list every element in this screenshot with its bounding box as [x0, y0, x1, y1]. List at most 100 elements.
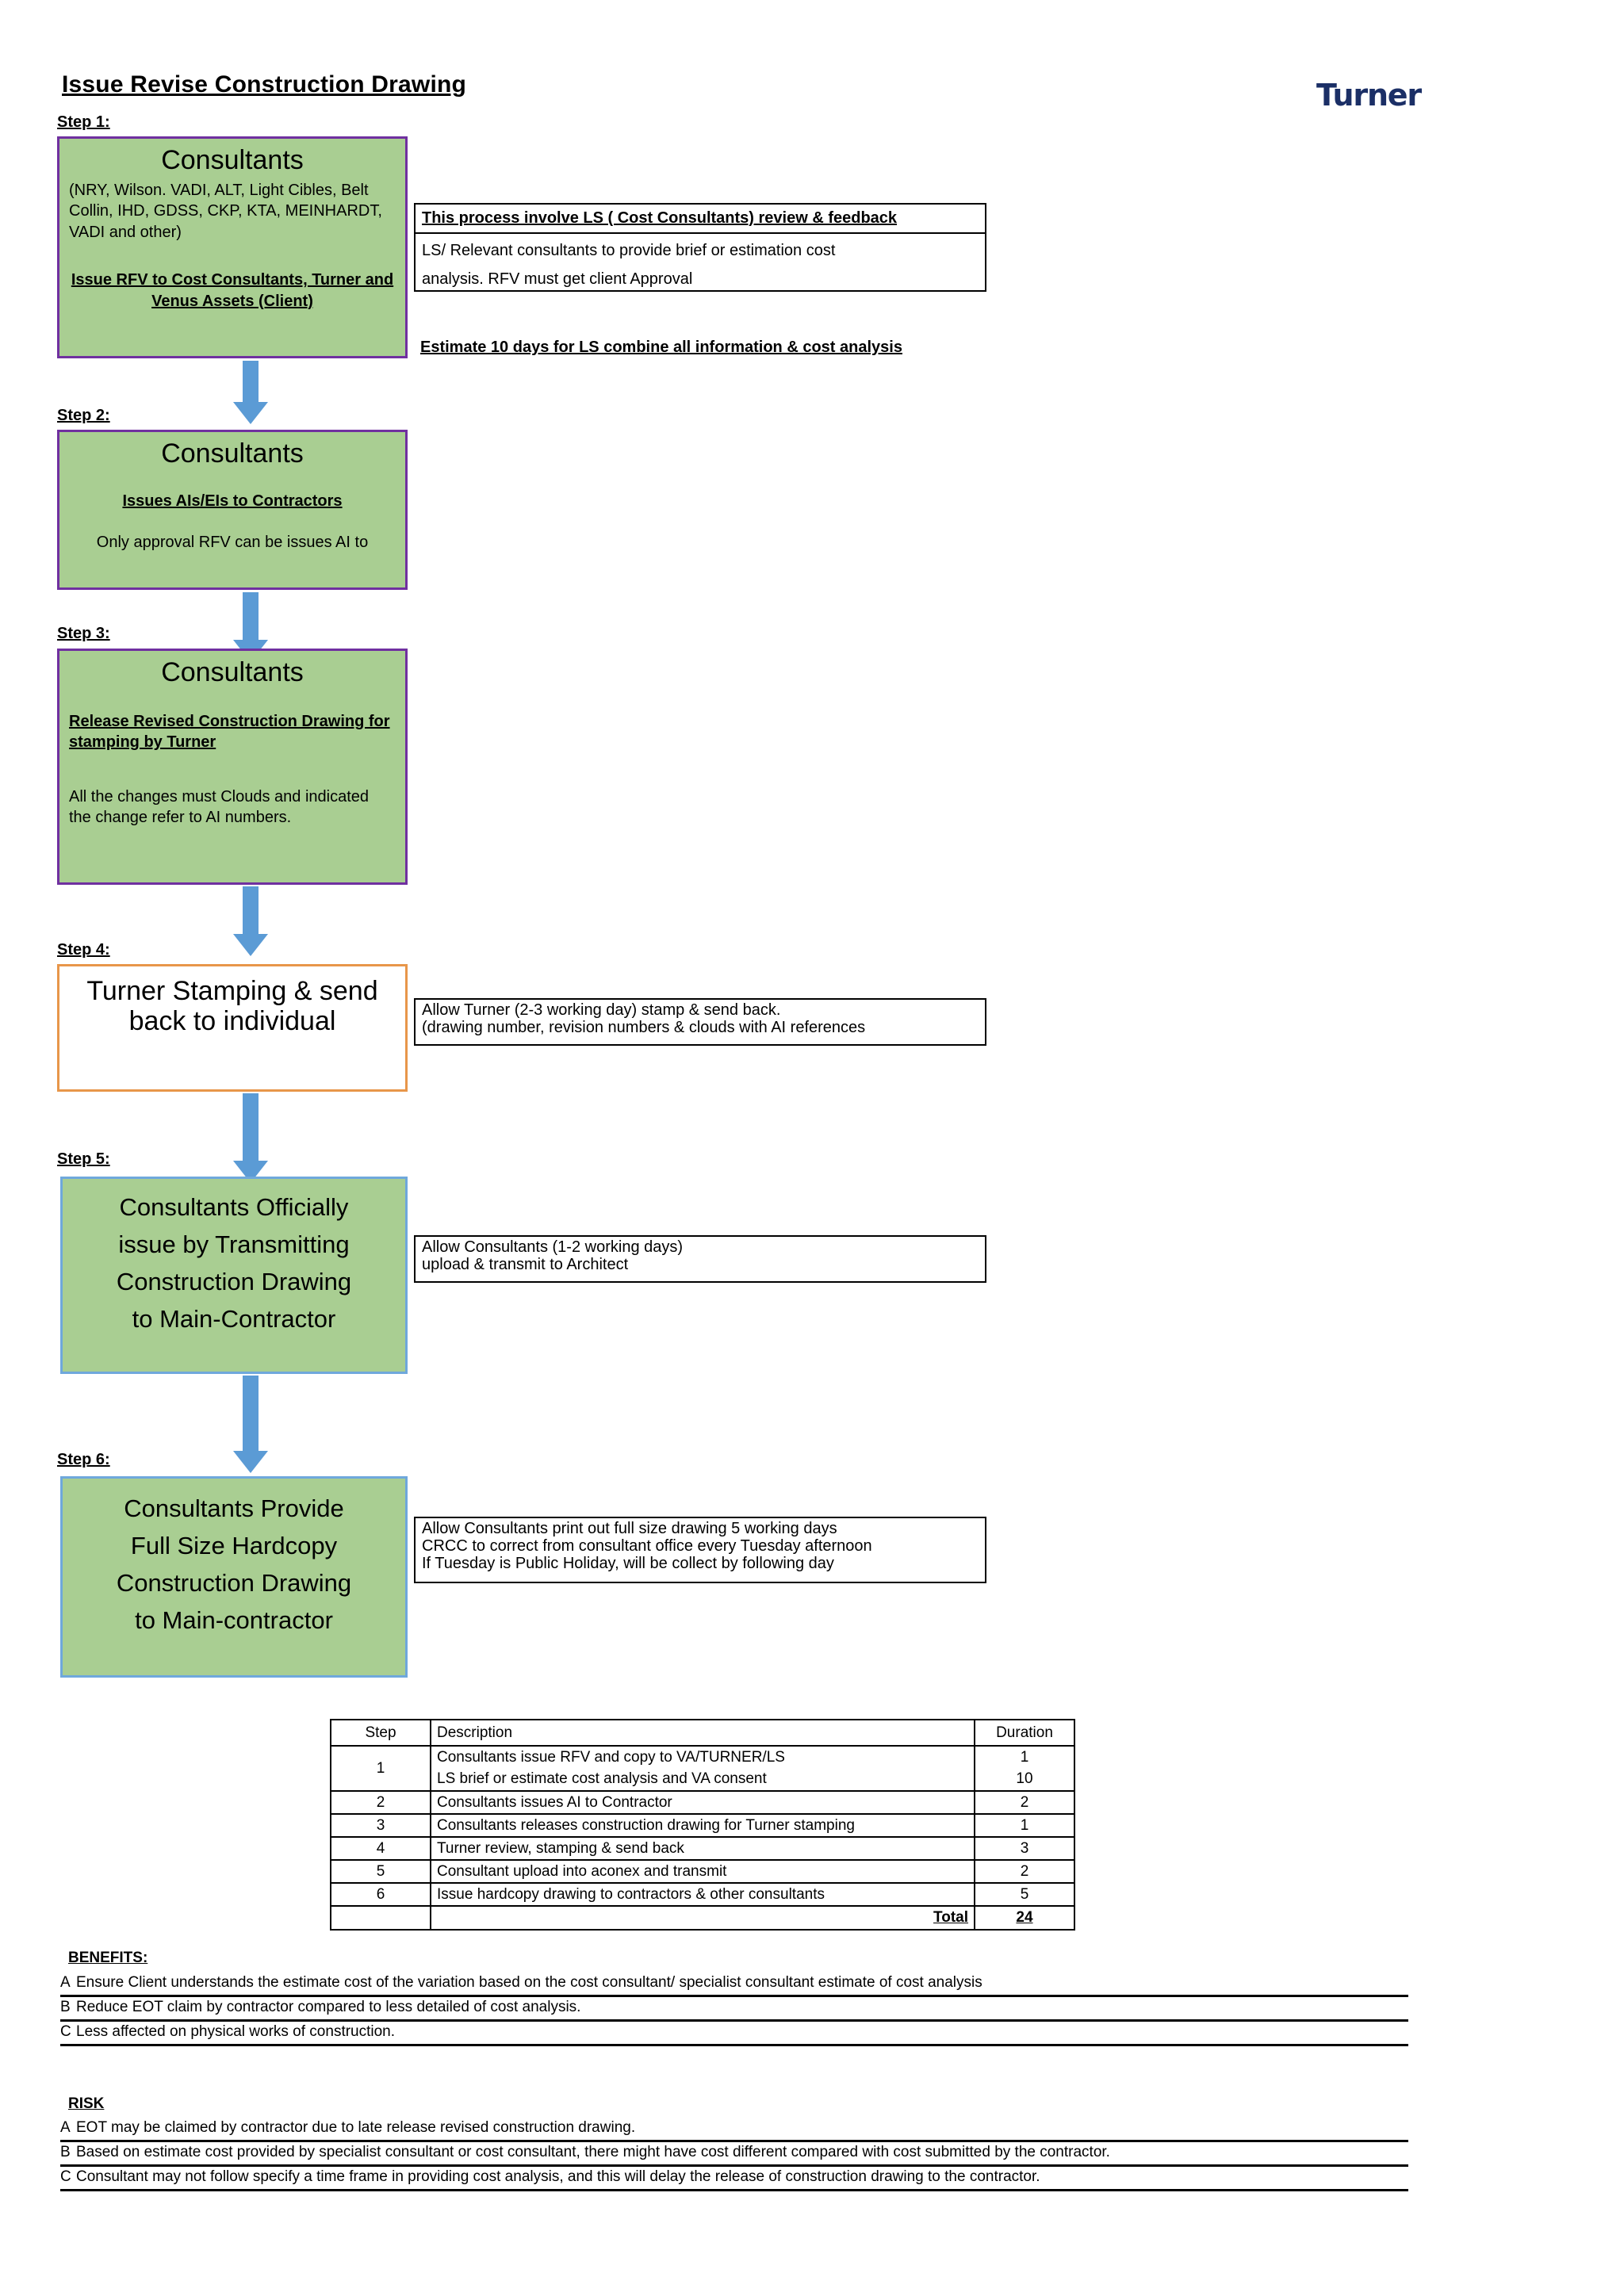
risk-item: C Consultant may not follow specify a tim…	[60, 2166, 1408, 2191]
risk-item: A EOT may be claimed by contractor due to…	[60, 2117, 1408, 2142]
table-row: 1 Consultants issue RFV and copy to VA/T…	[330, 1745, 1075, 1792]
table-cell-duration: 10	[974, 1768, 1075, 1792]
table-cell-duration: 1	[974, 1745, 1075, 1769]
process-box-step-3: Consultants Release Revised Construction…	[57, 649, 408, 885]
table-total-label: Total	[431, 1905, 975, 1931]
process-box-step-5-line1: Consultants Officially	[119, 1193, 349, 1221]
process-box-step-3-emphasis-line1: Release Revised Construction Drawing for	[69, 713, 390, 731]
note-box-step-1-line2: analysis. RFV must get client Approval	[422, 270, 693, 288]
process-box-step-4-line2: back to individual	[128, 1006, 336, 1037]
table-total-value: 24	[974, 1905, 1075, 1931]
benefits-item: C Less affected on physical works of cons…	[60, 2021, 1408, 2046]
benefits-item-letter: C	[60, 2023, 71, 2040]
process-box-step-3-detail-line2: the change refer to AI numbers.	[69, 809, 292, 827]
process-box-step-5-line4: to Main-Contractor	[132, 1305, 336, 1334]
free-note-step-1: Estimate 10 days for LS combine all info…	[420, 339, 902, 356]
table-cell-step: 1	[330, 1745, 431, 1792]
flow-arrow-1-to-2	[233, 361, 268, 424]
note-box-step-5-line2: upload & transmit to Architect	[422, 1256, 629, 1273]
process-box-step-6-line1: Consultants Provide	[124, 1494, 344, 1522]
table-cell-step: 2	[330, 1789, 431, 1815]
summary-table: Step Description Duration 1 Consultants …	[330, 1718, 1075, 1931]
process-box-step-6-line3: Construction Drawing	[116, 1569, 352, 1598]
process-box-step-1-heading: Consultants	[161, 145, 304, 175]
process-box-step-4: Turner Stamping & send back to individua…	[57, 964, 408, 1092]
process-box-step-2: Consultants Issues AIs/EIs to Contractor…	[57, 430, 408, 590]
table-cell-description: Consultants releases construction drawin…	[430, 1812, 975, 1838]
table-cell-step: 3	[330, 1812, 431, 1838]
step-label-4: Step 4:	[57, 941, 110, 959]
flow-arrow-3-to-4	[233, 886, 268, 956]
table-row: 2 Consultants issues AI to Contractor 2	[330, 1789, 1075, 1815]
process-box-step-6: Consultants Provide Full Size Hardcopy C…	[60, 1476, 408, 1678]
risk-item-letter: C	[60, 2168, 71, 2185]
table-header-description: Description	[430, 1718, 975, 1747]
table-total-row: Total 24	[330, 1905, 1075, 1931]
table-cell-description: Consultant upload into aconex and transm…	[430, 1859, 975, 1885]
flow-arrow-4-to-5	[233, 1093, 268, 1183]
benefits-item-text: Less affected on physical works of const…	[76, 2023, 396, 2040]
step-label-1: Step 1:	[57, 113, 110, 131]
benefits-item-text: Ensure Client understands the estimate c…	[76, 1974, 982, 1991]
table-row: LS brief or estimate cost analysis and V…	[331, 1768, 1075, 1792]
process-box-step-2-detail: Only approval RFV can be issues AI to	[96, 534, 369, 552]
table-cell-step: 4	[330, 1835, 431, 1862]
note-box-step-6: Allow Consultants print out full size dr…	[414, 1517, 986, 1583]
process-box-step-5-line2: issue by Transmitting	[118, 1230, 350, 1259]
note-box-step-1: This process involve LS ( Cost Consultan…	[414, 203, 986, 292]
step-label-2: Step 2:	[57, 407, 110, 424]
note-box-step-4-line2: (drawing number, revision numbers & clou…	[422, 1019, 866, 1036]
step-label-5: Step 5:	[57, 1150, 110, 1168]
table-row: 4 Turner review, stamping & send back 3	[330, 1835, 1075, 1862]
table-row: 3 Consultants releases construction draw…	[330, 1812, 1075, 1838]
table-cell-description: Issue hardcopy drawing to contractors & …	[430, 1882, 975, 1908]
table-cell-description: Consultants issues AI to Contractor	[430, 1789, 975, 1815]
note-box-step-5: Allow Consultants (1-2 working days) upl…	[414, 1235, 986, 1283]
process-box-step-3-heading: Consultants	[161, 657, 304, 687]
note-box-step-5-line1: Allow Consultants (1-2 working days)	[422, 1238, 684, 1256]
table-header-step: Step	[330, 1718, 431, 1747]
table-header-duration: Duration	[974, 1718, 1075, 1747]
table-cell-duration: 2	[974, 1789, 1075, 1815]
process-box-step-4-line1: Turner Stamping & send	[86, 976, 378, 1006]
step-label-3: Step 3:	[57, 625, 110, 642]
table-cell-description: Consultants issue RFV and copy to VA/TUR…	[430, 1745, 975, 1769]
process-box-step-6-line4: to Main-contractor	[135, 1606, 333, 1635]
table-cell-duration: 3	[974, 1835, 1075, 1862]
process-box-step-6-line2: Full Size Hardcopy	[130, 1532, 338, 1560]
page-title: Issue Revise Construction Drawing	[62, 71, 467, 98]
table-cell-description: Turner review, stamping & send back	[430, 1835, 975, 1862]
table-cell-duration: 1	[974, 1812, 1075, 1838]
note-box-step-4: Allow Turner (2-3 working day) stamp & s…	[414, 998, 986, 1046]
table-cell-blank	[330, 1905, 431, 1931]
risk-item-text: EOT may be claimed by contractor due to …	[76, 2119, 636, 2136]
risk-item-text: Consultant may not follow specify a time…	[76, 2168, 1040, 2185]
table-cell-step: 5	[330, 1859, 431, 1885]
risk-item-text: Based on estimate cost provided by speci…	[76, 2144, 1110, 2160]
benefits-item-text: Reduce EOT claim by contractor compared …	[76, 1999, 581, 2015]
table-row: 6 Issue hardcopy drawing to contractors …	[330, 1882, 1075, 1908]
step-label-6: Step 6:	[57, 1451, 110, 1468]
process-box-step-1-emphasis-line2: Venus Assets (Client)	[151, 292, 313, 310]
process-box-step-3-emphasis-line2: stamping by Turner	[69, 733, 216, 752]
process-box-step-5-line3: Construction Drawing	[116, 1268, 352, 1296]
table-row: 5 Consultant upload into aconex and tran…	[330, 1859, 1075, 1885]
flow-arrow-5-to-6	[233, 1376, 268, 1473]
table-cell-duration: 5	[974, 1882, 1075, 1908]
process-box-step-5: Consultants Officially issue by Transmit…	[60, 1177, 408, 1374]
risk-item: B Based on estimate cost provided by spec…	[60, 2141, 1408, 2167]
process-box-step-1-detail: (NRY, Wilson. VADI, ALT, Light Cibles, B…	[69, 182, 382, 241]
note-box-step-1-header: This process involve LS ( Cost Consultan…	[416, 205, 985, 234]
table-cell-step: 6	[330, 1882, 431, 1908]
note-box-step-4-line1: Allow Turner (2-3 working day) stamp & s…	[422, 1001, 781, 1019]
note-box-step-6-line1: Allow Consultants print out full size dr…	[422, 1520, 837, 1537]
risk-item-letter: A	[60, 2119, 71, 2136]
note-box-step-1-line1: LS/ Relevant consultants to provide brie…	[422, 242, 836, 259]
process-box-step-2-heading: Consultants	[161, 438, 304, 469]
table-cell-duration: 2	[974, 1859, 1075, 1885]
note-box-step-6-line3: If Tuesday is Public Holiday, will be co…	[422, 1555, 834, 1572]
table-cell-description: LS brief or estimate cost analysis and V…	[430, 1768, 975, 1792]
process-box-step-1-emphasis-line1: Issue RFV to Cost Consultants, Turner an…	[71, 271, 394, 289]
risk-item-letter: B	[60, 2144, 71, 2160]
